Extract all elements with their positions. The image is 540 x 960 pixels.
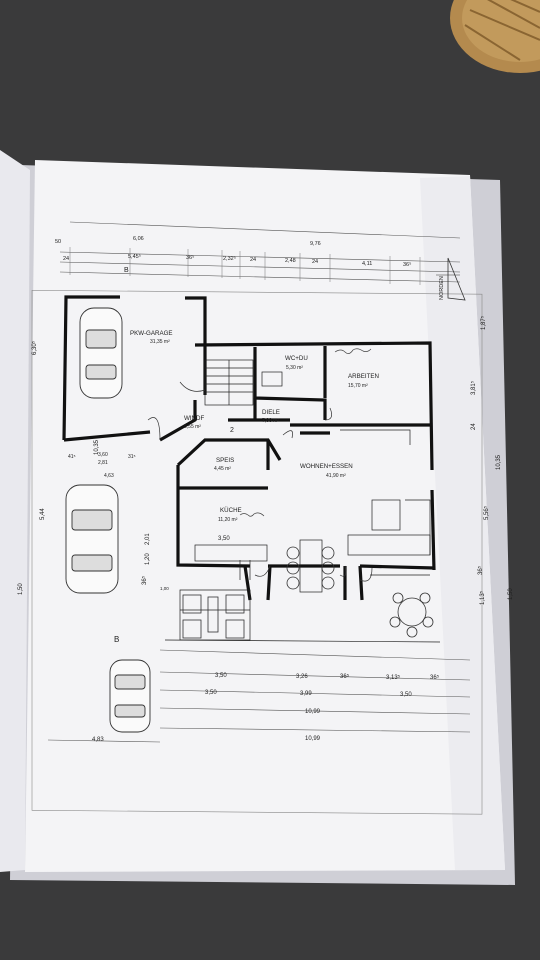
dim-left-201: 2,01 xyxy=(145,533,151,545)
north-arrow xyxy=(436,257,466,301)
room-area-garage: 31,35 m² xyxy=(150,339,170,345)
dim-bottom1-0: 3,50 xyxy=(215,673,227,679)
room-name-arbeiten: ARBEITEN xyxy=(348,373,379,380)
dim-top-2: 9,76 xyxy=(310,241,321,247)
basket-decoration xyxy=(450,0,540,73)
dim-top-9: 24 xyxy=(312,259,318,265)
room-name-kueche: KÜCHE xyxy=(220,507,242,514)
dim-bottom-total1: 10,99 xyxy=(305,709,321,715)
kitchen-width-label: 3,50 xyxy=(218,536,230,542)
dim-left-small-2: 31⁵ xyxy=(128,454,136,460)
compass-label-group: NORDEN xyxy=(439,276,445,300)
dim-top-5: 36⁵ xyxy=(186,254,194,261)
room-area-diele: 7,00 m² xyxy=(262,418,279,424)
section-marker-top: B xyxy=(124,267,129,274)
dim-left-3: 1,50 xyxy=(18,583,24,595)
dim-top-8: 2,48 xyxy=(285,258,296,264)
kitchen-appliances xyxy=(182,594,245,639)
dim-top-6: 2,32⁵ xyxy=(223,255,236,262)
dim-bottom1-4: 36⁵ xyxy=(430,674,440,681)
room-area-arbeiten: 15,70 m² xyxy=(348,383,368,389)
dim-left-small-4: 2,81 xyxy=(98,460,108,466)
room-name-garage: PKW-GARAGE xyxy=(130,330,173,337)
dim-top-11: 36⁵ xyxy=(403,261,411,268)
door-swings xyxy=(147,381,373,582)
dim-left-4: 36⁵ xyxy=(141,575,148,585)
left-page xyxy=(0,150,30,872)
dining-chairs xyxy=(286,546,434,638)
top-dimension-ticks xyxy=(69,247,421,285)
door-number: 2 xyxy=(230,427,234,434)
room-name-diele: DIELE xyxy=(262,409,280,416)
dim-bottom2-2: 3,50 xyxy=(400,692,412,698)
car-carport xyxy=(65,484,119,594)
dim-bottom1-1: 3,26 xyxy=(296,674,308,680)
dim-right-6: 36⁵ xyxy=(477,565,484,575)
left-dimensions: 6,30⁵ 10,35 5,44 1,50 36⁵ 2,01 1,20 xyxy=(18,340,151,595)
room-labels: PKW-GARAGE 31,35 m² WC+DU 5,30 m² ARBEIT… xyxy=(114,267,379,644)
dim-right-5: 1,13⁵ xyxy=(479,590,486,605)
top-dimensions: 50 6,06 9,76 24 5,45⁵ 36⁵ 2,32⁵ 24 2,48 … xyxy=(55,236,411,268)
dim-bottom1-3: 3,13⁵ xyxy=(386,674,401,681)
page-fold xyxy=(420,176,505,870)
dim-right-0: 1,87⁵ xyxy=(480,315,487,330)
dim-left-small-0: 4,63 xyxy=(104,473,114,479)
signature-marks xyxy=(239,348,372,517)
room-area-wohnen: 41,90 m² xyxy=(326,473,346,479)
room-name-speis: SPEIS xyxy=(216,457,234,464)
dim-left-120: 1,20 xyxy=(145,553,151,565)
room-area-wc: 5,30 m² xyxy=(286,365,303,371)
compass-label: NORDEN xyxy=(439,276,445,300)
right-dimensions: 1,87⁵ 3,81⁵ 24 5,56⁵ 10,35 1,13⁵ 36⁵ 1,5… xyxy=(470,315,514,605)
dim-top-0: 50 xyxy=(55,239,61,245)
dim-bottom1-2: 36⁵ xyxy=(340,673,350,680)
car-driveway xyxy=(109,659,151,733)
dim-label-100: 1,00 xyxy=(160,586,169,591)
dim-left-1: 10,35 xyxy=(94,439,100,455)
dim-top-10: 4,11 xyxy=(362,261,372,267)
bottom-dimensions: 3,50 3,26 36⁵ 3,13⁵ 36⁵ 3,50 3,99 3,50 1… xyxy=(92,673,440,743)
dim-top-1: 6,06 xyxy=(133,236,144,242)
dim-right-1: 3,81⁵ xyxy=(470,380,477,395)
dim-right-3: 5,56⁵ xyxy=(483,505,490,520)
dim-left-small-3: 3,60 xyxy=(98,452,108,458)
left-small-dimensions: 4,63 41⁵ 31⁵ 3,60 2,81 xyxy=(68,452,136,479)
room-name-wc: WC+DU xyxy=(285,355,308,362)
dim-left-small-1: 41⁵ xyxy=(68,454,76,460)
dim-bottom2-0: 3,50 xyxy=(205,690,217,696)
interior-details xyxy=(164,359,441,643)
dim-bottom2-1: 3,99 xyxy=(300,691,312,697)
room-name-wohnen: WOHNEN+ESSEN xyxy=(300,463,353,470)
dim-bottom-total2: 10,99 xyxy=(305,736,321,742)
car-garage xyxy=(79,307,123,399)
dim-top-3: 24 xyxy=(63,256,69,262)
dim-right-2: 24 xyxy=(471,423,477,430)
room-name-windf: WINDF xyxy=(184,415,204,422)
dim-left-total: 4,83 xyxy=(92,737,104,743)
dim-right-4: 10,35 xyxy=(496,454,502,470)
dim-top-7: 24 xyxy=(250,257,256,263)
room-area-speis: 4,45 m² xyxy=(214,466,231,472)
room-area-kueche: 11,20 m² xyxy=(218,517,238,523)
dim-left-2: 5,44 xyxy=(40,508,46,520)
section-marker-bottom: B xyxy=(114,635,119,644)
room-area-windf: 5,55 m² xyxy=(184,424,201,430)
dim-left-0: 6,30⁵ xyxy=(31,340,38,355)
dim-top-4: 5,45⁵ xyxy=(128,253,141,260)
dim-right-7: 1,50 xyxy=(508,588,514,600)
drawing-frame xyxy=(31,221,483,815)
